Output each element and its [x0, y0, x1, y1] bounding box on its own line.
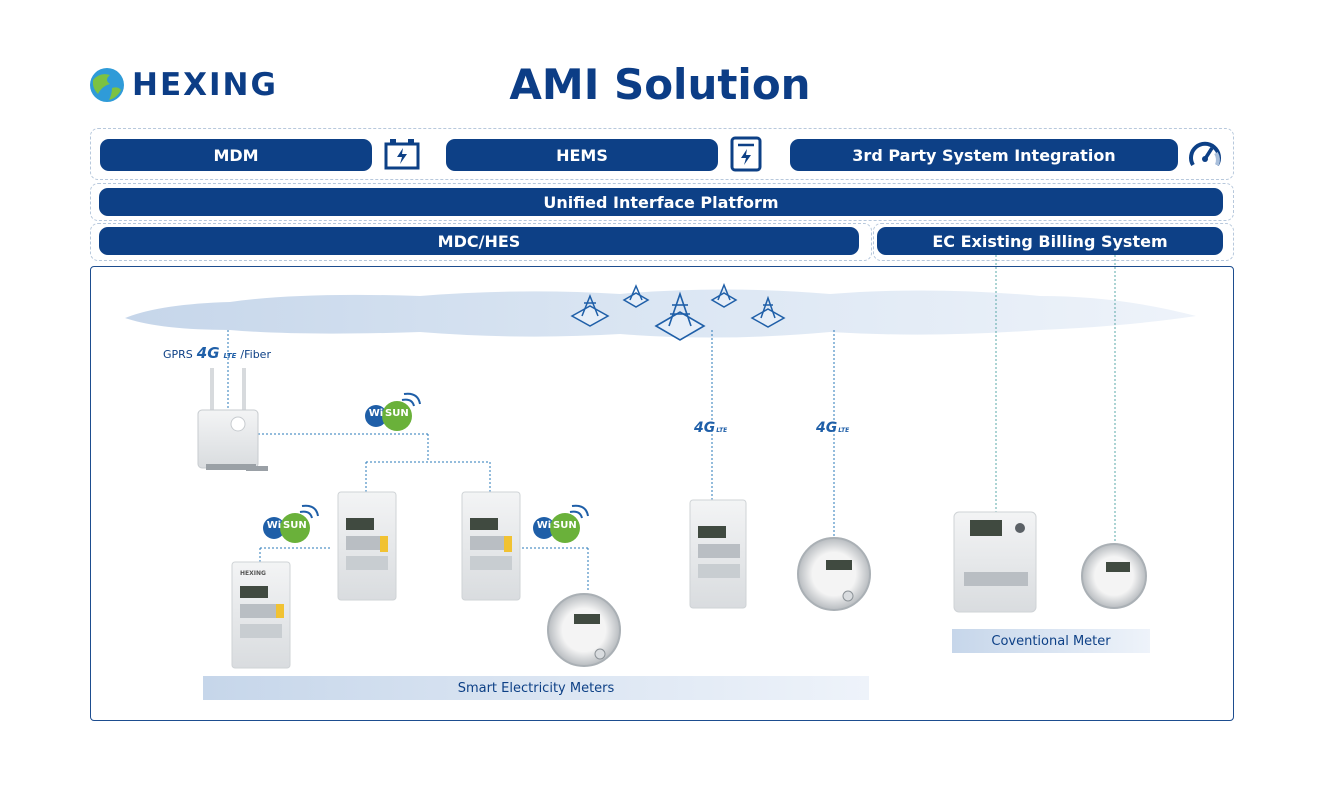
four-g-text: 4G: [196, 344, 220, 362]
hems-bar: HEMS: [446, 139, 718, 171]
head-end-layer-band: [90, 223, 872, 261]
third-party-integration-bar: 3rd Party System Integration: [790, 139, 1178, 171]
smart-meter-icon: [337, 491, 397, 601]
four-g-text: 4G: [816, 420, 838, 436]
wisun-badge: [263, 504, 319, 543]
smart-meter-icon: [689, 499, 747, 609]
smart-meter-icon: [953, 511, 1037, 613]
lte-text: LTE: [838, 427, 850, 434]
cloud-network: [125, 289, 1196, 338]
transmission-tower-icon: [710, 282, 738, 308]
smart-meter-icon: [231, 561, 291, 669]
smart-meters-label: Smart Electricity Meters: [203, 676, 869, 700]
fiber-text: /Fiber: [240, 348, 271, 361]
sun-text: SUN: [283, 520, 307, 531]
transmission-tower-icon: [654, 291, 706, 341]
charger-icon: [724, 134, 768, 174]
round-meter-icon: [547, 593, 621, 667]
round-meter-icon: [1081, 543, 1147, 609]
field-devices-frame: [90, 266, 1234, 721]
data-concentrator-icon: [197, 368, 268, 471]
lte-text: LTE: [716, 427, 728, 434]
page-title: AMI Solution: [509, 60, 811, 109]
four-g-text: 4G: [694, 420, 716, 436]
sun-text: SUN: [553, 520, 577, 531]
wi-text: Wi: [536, 520, 552, 531]
wi-text: Wi: [368, 408, 384, 419]
ec-existing-billing-bar: EC Existing Billing System: [877, 227, 1223, 255]
wisun-label: Wi SUN: [367, 408, 413, 419]
four-g-lte-label: 4G LTE: [694, 420, 727, 436]
wisun-label: Wi SUN: [535, 520, 581, 531]
gprs-4g-fiber-label: GPRS 4G LTE /Fiber: [163, 344, 271, 362]
brand-name: HEXING: [132, 67, 278, 103]
mdm-bar: MDM: [100, 139, 372, 171]
wi-text: Wi: [266, 520, 282, 531]
battery-icon: [380, 134, 424, 174]
transmission-tower-icon: [570, 293, 610, 327]
gprs-text: GPRS: [163, 348, 193, 361]
globe-logo-icon: [90, 68, 124, 102]
transmission-tower-icon: [622, 284, 650, 308]
mdc-hes-bar: MDC/HES: [99, 227, 859, 255]
four-g-lte-label: 4G LTE: [816, 420, 849, 436]
sun-text: SUN: [385, 408, 409, 419]
wisun-badge: [533, 504, 589, 543]
round-meter-icon: [797, 537, 871, 611]
wisun-label: Wi SUN: [265, 520, 311, 531]
application-layer-band: [90, 128, 1234, 180]
platform-layer-band: [90, 183, 1234, 221]
gauge-icon: [1183, 134, 1227, 174]
brand-logo: HEXING: [88, 66, 278, 104]
meter-brand-label: HEXING: [240, 570, 266, 577]
billing-layer-band: [873, 223, 1234, 261]
unified-interface-platform-bar: Unified Interface Platform: [99, 188, 1223, 216]
transmission-tower-icon: [750, 295, 786, 328]
smart-meter-icon: [461, 491, 521, 601]
lte-text: LTE: [223, 352, 237, 360]
conventional-meter-label: Coventional Meter: [952, 629, 1150, 653]
wisun-badge: [365, 392, 421, 431]
